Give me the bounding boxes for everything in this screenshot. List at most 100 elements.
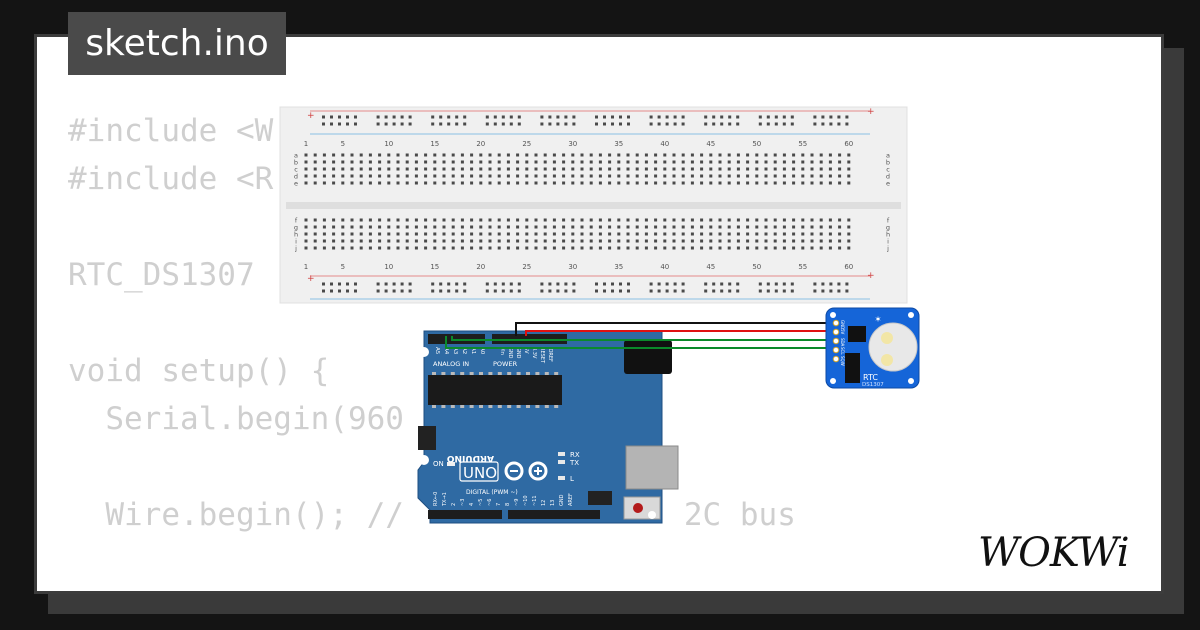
column-number: 55 [798,140,807,148]
analog-pin-label: A1 [470,347,476,354]
column-number: 10 [384,263,393,271]
led-tx [558,460,565,464]
row-letter: b [886,159,890,167]
digital-pin-label: TX→1 [442,492,448,507]
rail-plus-top-left: + [307,111,315,121]
rtc-pin[interactable] [832,337,840,345]
rtc-pin[interactable] [832,346,840,354]
row-letter: g [294,224,298,232]
power-pin-label: IOREF [547,347,553,362]
rail-plus-bottom-left: + [307,274,315,284]
rtc-pin-label: GND [840,320,845,329]
row-letter: h [294,231,298,239]
column-number: 60 [844,140,853,148]
wokwi-logo-text: WOKWi [978,530,1129,576]
digital-pin-label: 2 [451,503,457,506]
digital-label: DIGITAL (PWM ~) [466,489,518,496]
column-number: 45 [706,263,715,271]
led-l [558,476,565,480]
column-number: 1 [304,140,308,148]
digital-pin-label: ~5 [478,499,484,506]
rail-plus-top-right: + [867,107,875,117]
rtc-title: RTC [863,373,878,382]
arduino-infinity-logo [504,461,548,481]
column-number: 15 [430,140,439,148]
column-number: 25 [522,263,531,271]
reset-button-cap[interactable] [633,503,643,513]
breadboard-holes [304,115,851,293]
digital-pin-label: ~6 [487,499,493,506]
digital-pin-label: GND [559,494,565,506]
led-l-label: L [570,475,574,483]
mount-hole [419,347,429,357]
row-letter: i [295,238,297,246]
column-number: 20 [476,140,485,148]
column-number: 1 [304,263,308,271]
arduino-uno-board[interactable]: ANALOG IN POWER ON ARDUINO UNO DIGITAL (… [417,330,679,524]
analog-pin-label: A3 [452,347,458,355]
row-letter: e [886,180,890,188]
column-number: 40 [660,140,669,148]
wire-sda[interactable] [451,336,836,341]
code-line: #include <R [68,161,274,197]
mount-hole [419,455,429,465]
row-letter: c [294,166,298,174]
column-number: 55 [798,263,807,271]
wokwi-logo[interactable]: WOKWi [976,522,1152,582]
code-line: #include <W [68,113,274,149]
column-number: 50 [752,140,761,148]
rtc-pin[interactable] [832,355,840,363]
icsp2-header [588,491,612,505]
battery-contact [881,332,893,344]
wire-vcc[interactable] [525,330,836,336]
icsp-header [418,426,436,450]
digital-pin-label: AREF [568,493,574,506]
row-letter: i [887,238,889,246]
digital-pin-label: RX←0 [433,492,439,506]
code-line: Serial.begin(960 [68,401,404,437]
digital-pin-label: 13 [550,500,556,506]
rtc-pin-label: SCL [840,347,845,355]
row-letter: d [886,173,890,181]
rtc-pin-label: SDA [840,338,845,347]
row-letter: g [886,224,890,232]
column-number: 10 [384,140,393,148]
column-number: 15 [430,263,439,271]
column-number: 25 [522,140,531,148]
wires [445,322,836,349]
power-label: POWER [493,360,518,368]
wire-scl[interactable] [445,336,836,349]
rtc-pin[interactable] [832,319,840,327]
led-on [447,462,455,466]
file-tab[interactable]: sketch.ino [68,12,286,75]
battery-contact [881,354,893,366]
rtc-pin[interactable] [832,328,840,336]
led-rx-label: RX [570,451,580,459]
power-pin-label: 3.3V [531,347,537,359]
row-letter: c [886,166,890,174]
row-letter: d [294,173,298,181]
analog-pin-label: A0 [479,347,485,355]
ds1307-chip [848,326,866,342]
model-label: UNO [463,464,497,482]
mount-hole [648,511,656,519]
wire-gnd[interactable] [515,322,836,336]
rtc-pin-label: 5V [840,329,845,335]
atmega-chip [428,375,562,405]
breadboard: 1155101015152020252530303535404045455050… [279,106,908,304]
power-pin-label: RESET [539,347,545,364]
coin-battery-holder [868,322,918,372]
dc-jack [624,340,672,374]
column-number: 5 [341,140,345,148]
digital-pin-label: ~3 [460,499,466,506]
column-number: 30 [568,263,577,271]
led-on-label: ON [433,460,444,468]
column-number: 50 [752,263,761,271]
digital-pin-label: ~10 [523,495,529,506]
row-letter: f [295,217,298,225]
column-number: 60 [844,263,853,271]
digital-header-low [428,510,502,519]
usb-port [625,445,679,490]
digital-pin-label: ~11 [532,495,538,506]
